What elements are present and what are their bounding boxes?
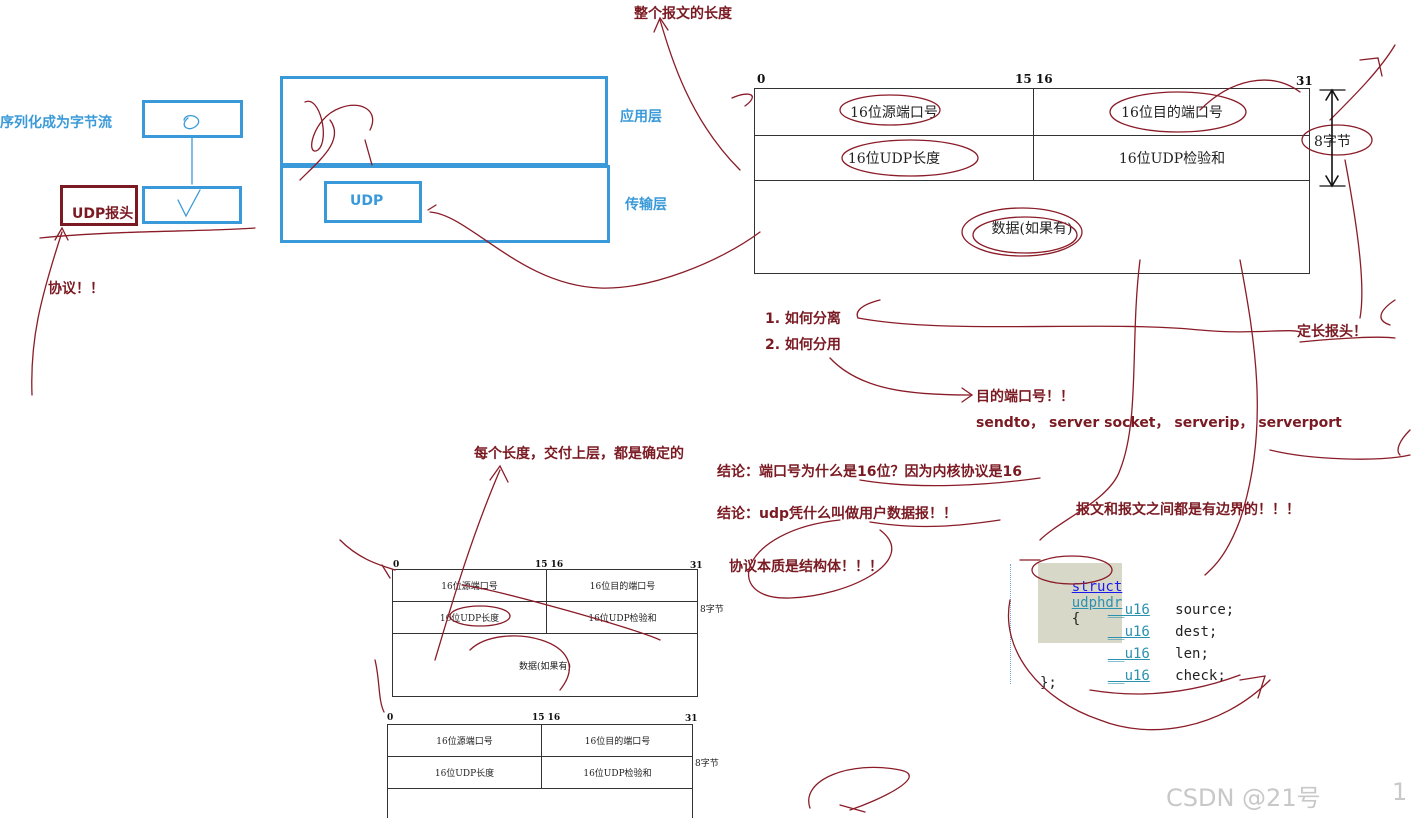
bit-0-label: 0 [757,72,766,86]
data-field: 数据(如果有) [991,220,1073,237]
small2-udp-length: 16位UDP长度 [434,768,495,779]
small-header-diagram-2: 16位源端口号 16位目的端口号 16位UDP长度 16位UDP检验和 [387,724,693,818]
udp-label: UDP [350,193,384,209]
dest-port-note: 目的端口号！！ [976,389,1074,405]
app-data-box [142,100,243,138]
question-demultiplex: 2. 如何分用 [765,337,841,353]
small2-bit-15-16: 15 16 [532,713,561,723]
small1-udp-length: 16位UDP长度 [439,613,500,624]
code-close-brace: }; [1040,675,1057,691]
small2-source-port: 16位源端口号 [436,737,493,747]
small1-udp-checksum: 16位UDP检验和 [588,613,657,624]
udp-length-field: 16位UDP长度 [847,150,941,167]
udp-checksum-field: 16位UDP检验和 [1118,150,1226,167]
small1-bit-15-16: 15 16 [535,560,564,570]
bit-31-label: 31 [1296,74,1313,88]
udp-header-diagram: 16位源端口号 16位目的端口号 16位UDP长度 16位UDP检验和 数据(如… [754,88,1310,274]
header-size-label: 8字节 [1314,134,1351,150]
fixed-header-note: 定长报头！ [1297,324,1367,340]
application-layer-label: 应用层 [620,109,662,125]
source-port-field: 16位源端口号 [850,105,938,121]
conclusion-port-bits: 结论：端口号为什么是16位？因为内核协议是16 [717,464,1022,480]
small2-bit-0: 0 [387,713,394,723]
small2-size-label: 8字节 [695,759,719,769]
page-number: 1 [1392,778,1408,806]
small1-dest-port: 16位目的端口号 [589,582,656,592]
total-length-note: 整个报文的长度 [634,6,732,22]
boundary-note: 报文和报文之间都是有边界的！！！ [1076,502,1300,518]
code-field-type: __u16 [1107,668,1150,684]
conclusion-datagram: 结论：udp凭什么叫做用户数据报！！ [717,506,958,522]
watermark: CSDN @21号 [1166,784,1321,812]
transport-layer-label: 传输层 [625,197,667,213]
udp-header-box [60,185,138,226]
small1-size-label: 8字节 [700,605,724,615]
bit-15-16-label: 15 16 [1015,72,1053,86]
code-field-row: __u16 check; [1074,652,1226,700]
protocol-label: 协议！！ [48,281,104,297]
question-separate: 1. 如何分离 [765,311,841,327]
application-layer-box [280,76,608,166]
small2-bit-31: 31 [685,714,698,724]
protocol-struct-note: 协议本质是结构体！！！ [729,559,883,575]
small1-bit-31: 31 [690,561,703,571]
small1-data: 数据(如果有) [518,662,572,672]
dest-port-field: 16位目的端口号 [1121,105,1223,121]
small2-dest-port: 16位目的端口号 [584,737,651,747]
udp-header-label: UDP报头 [72,206,134,222]
api-line-note: sendto， server socket， serverip， serverp… [976,415,1342,431]
udphdr-code-block: struct udphdr { __u16 source; __u16 dest… [1010,560,1234,710]
code-field-name: check; [1175,668,1226,684]
small-header-diagram-1: 16位源端口号 16位目的端口号 16位UDP长度 16位UDP检验和 数据(如… [392,569,698,697]
each-length-note: 每个长度，交付上层，都是确定的 [474,446,684,462]
serialize-label: 序列化成为字节流 [0,115,112,131]
small1-source-port: 16位源端口号 [441,582,498,592]
small2-udp-checksum: 16位UDP检验和 [583,768,652,779]
transport-data-box [142,186,242,224]
small1-bit-0: 0 [393,560,400,570]
udp-box [324,181,422,223]
